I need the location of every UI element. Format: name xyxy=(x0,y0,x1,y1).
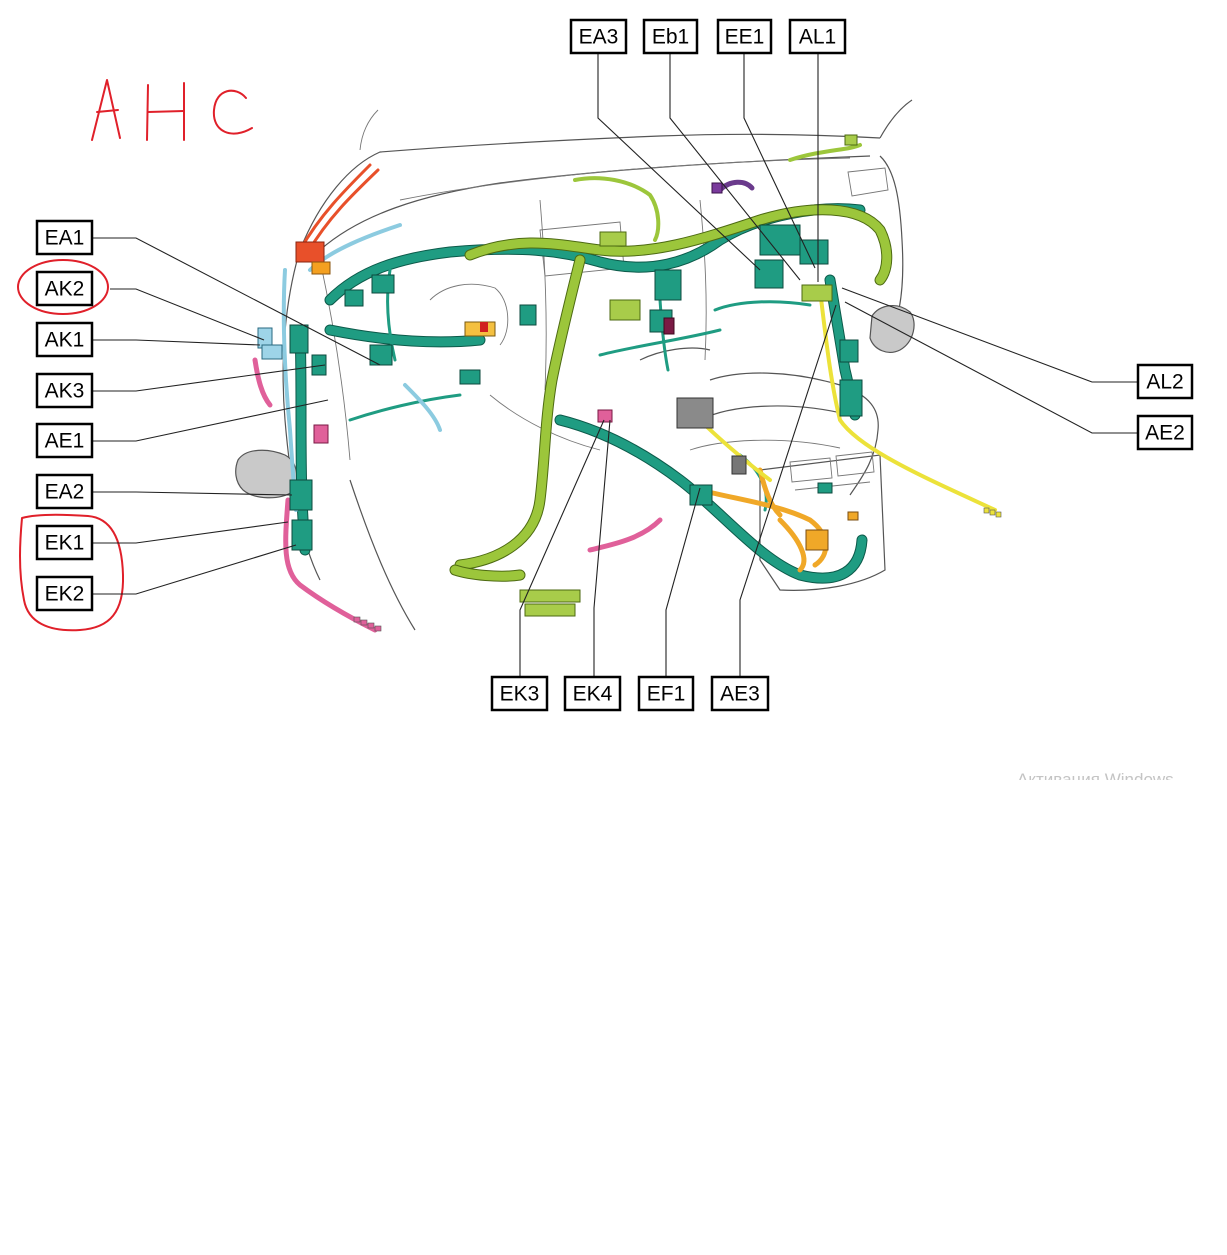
connector-label-eb1-text: Eb1 xyxy=(652,26,689,49)
connector-label-ae2-text: AE2 xyxy=(1145,422,1185,445)
connector-label-ae1-text: AE1 xyxy=(45,430,85,453)
connector-label-ae3-text: AE3 xyxy=(720,683,760,706)
left-door-fixture xyxy=(235,449,298,499)
connector-label-ak1-text: AK1 xyxy=(45,329,85,352)
connector-label-ak3-text: AK3 xyxy=(45,380,85,403)
connector-label-ek2-text: EK2 xyxy=(45,583,85,606)
leader-lines xyxy=(92,54,1138,676)
connector-label-ae3: AE3 xyxy=(710,675,770,712)
connector-label-ea3: EA3 xyxy=(569,18,628,55)
connector-label-ee1-text: EE1 xyxy=(725,26,765,49)
connector-label-ek4: EK4 xyxy=(563,675,622,712)
connector-label-ek3: EK3 xyxy=(490,675,549,712)
connector-label-eb1: Eb1 xyxy=(642,18,699,55)
connector-label-ae2: AE2 xyxy=(1136,414,1194,451)
connector-label-ak2-text: AK2 xyxy=(45,278,85,301)
connector-label-ea1: EA1 xyxy=(35,219,94,256)
connector-blocks xyxy=(257,134,1002,632)
connector-label-ea1-text: EA1 xyxy=(45,227,85,250)
connector-label-al1: AL1 xyxy=(788,18,847,55)
connector-label-ek1-text: EK1 xyxy=(45,532,85,555)
connector-label-ek3-text: EK3 xyxy=(500,683,540,706)
connector-label-ak1: AK1 xyxy=(35,321,94,358)
handwritten-note-ahc xyxy=(91,79,253,141)
connector-label-ek4-text: EK4 xyxy=(573,683,613,706)
windows-activation-watermark: Активация Windows xyxy=(1017,770,1174,789)
connector-label-ak3: AK3 xyxy=(35,372,94,409)
connector-label-ea2-text: EA2 xyxy=(45,481,85,504)
annotation-loop-ek1-ek2 xyxy=(19,513,125,632)
connector-label-ee1: EE1 xyxy=(716,18,773,55)
connector-label-al2: AL2 xyxy=(1136,363,1194,400)
connector-label-ek1: EK1 xyxy=(35,524,94,561)
connector-label-ek2: EK2 xyxy=(35,575,94,612)
connector-label-ak2: AK2 xyxy=(35,270,94,307)
connector-label-ef1-text: EF1 xyxy=(647,683,686,706)
connector-label-ea2: EA2 xyxy=(35,473,94,510)
connector-label-al1-text: AL1 xyxy=(799,26,836,49)
annotation-circle-ak2 xyxy=(17,259,109,315)
connector-label-ea3-text: EA3 xyxy=(579,26,619,49)
connector-label-ae1: AE1 xyxy=(35,422,94,459)
connector-label-ef1: EF1 xyxy=(637,675,695,712)
connector-label-al2-text: AL2 xyxy=(1146,371,1183,394)
